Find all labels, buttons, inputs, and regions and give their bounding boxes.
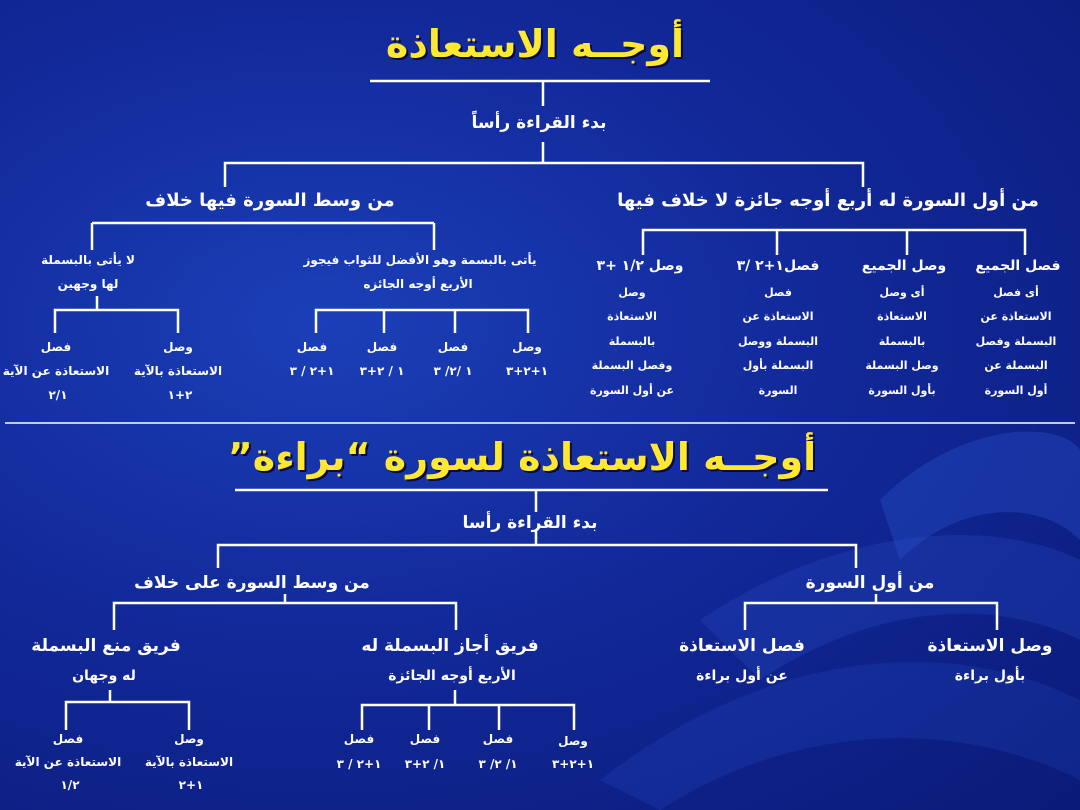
s2-b-child1-num: ١+٢+٣ [551,757,595,771]
section2-left-branch: من وسط السورة على خلاف [134,573,370,593]
s1-b-child1-num: ١+٢+٣ [505,364,549,378]
section1-left-branch: من وسط السورة فيها خلاف [145,190,395,211]
s1-a-child1-label: وصل [163,340,193,354]
s1-r-child3-line2: الاستعاذة عن [742,310,814,323]
s1-b-child3-num: ١ / ٢+٣ [359,364,405,378]
s2-b-child4-num: ١+٢ / ٣ [336,757,382,771]
s1-r-child1-line3: البسملة وفصل [975,335,1057,348]
s1-r-child4-line5: عن أول السورة [589,384,675,397]
s1-r-child3-line1: فصل [764,286,792,299]
section2-title: أوجــه الاستعاذة لسورة “براءة” [227,435,817,479]
s1-a-child1-num: ٢+١ [167,388,193,402]
s1-r-child4-line3: بالبسملة [608,335,656,348]
s1-r-child2-line4: وصل البسملة [865,359,939,372]
s2-r-child2-label: فصل الاستعاذة [679,636,805,656]
s2-b-child3-label: فصل [409,732,441,746]
s1-r-child1-line5: أول السورة [984,384,1048,397]
s2-r-child1-sub: بأول براءة [954,668,1026,684]
s1-b-child4-num: ١+٢ / ٣ [289,364,335,378]
s1-a-child2-desc: الاستعاذة عن الآية [2,364,110,378]
s1-a-child1-desc: الاستعاذة بالآية [133,364,223,378]
s2-r-child2-sub: عن أول براءة [696,668,788,684]
s1-r-child4-line4: وفصل البسملة [591,359,673,372]
section2-root: بدء القراءة رأسا [462,513,598,533]
s2-left-a-line1: فريق منع البسملة [31,636,181,656]
s2-a-child1-desc: الاستعاذة بالآية [144,755,234,769]
s1-left-b-line2: الأربع أوجه الجائزه [363,277,473,291]
s1-a-child2-num: ٢/١ [48,388,68,402]
s1-r-child3-line5: السورة [758,384,798,397]
s2-a-child2-label: فصل [52,732,84,746]
s1-r-child1-label: فصل الجميع [975,258,1061,274]
s2-b-child3-num: ١/ ٢+٣ [404,757,446,771]
s1-r-child4-line2: الاستعاذة [607,310,657,323]
s1-r-child3-line4: البسملة بأول [742,359,814,372]
s2-b-child2-num: ١/ ٢/ ٣ [478,757,518,771]
s1-r-child2-label: وصل الجميع [861,258,947,274]
s2-a-child2-desc: الاستعاذة عن الآية [14,755,122,769]
s1-r-child2-line5: بأول السورة [868,384,936,397]
s1-r-child1-line1: أى فصل [993,286,1039,299]
s1-r-child4-line1: وصل [618,286,646,299]
s1-b-child2-num: ١ /٢/ ٣ [433,364,473,378]
s2-a-child2-num: ١/٢ [60,778,80,792]
s1-r-child2-line1: أى وصل [879,286,925,299]
s1-r-child3-line3: البسملة ووصل [737,335,819,348]
s2-a-child1-num: ١+٢ [178,778,204,792]
s2-b-child1-label: وصل [558,734,588,748]
s1-b-child2-label: فصل [437,340,469,354]
section2-right-branch: من أول السورة [805,573,935,593]
s1-b-child4-label: فصل [296,340,328,354]
s2-left-b-line1: فريق أجاز البسملة له [361,636,539,656]
s1-b-child1-label: وصل [512,340,542,354]
section1-title: أوجــه الاستعاذة [385,22,685,66]
s2-left-b-line2: الأربع أوجه الجائزة [388,668,516,684]
s2-a-child1-label: وصل [174,732,204,746]
s2-b-child2-label: فصل [482,732,514,746]
s2-left-a-line2: له وجهان [72,668,136,684]
s1-r-child2-line3: بالبسملة [878,335,926,348]
s2-b-child4-label: فصل [343,732,375,746]
s1-r-child1-line2: الاستعاذة عن [980,310,1052,323]
s1-r-child1-line4: البسملة عن [984,359,1048,372]
s1-left-a-line2: لها وجهين [57,277,119,291]
s1-left-b-line1: يأتى بالبسمة وهو الأفضل للثواب فيجوز [303,253,537,267]
s2-r-child1-label: وصل الاستعاذة [927,636,1053,656]
s1-b-child3-label: فصل [366,340,398,354]
s1-r-child3-label: فصل١+٢ /٣ [736,258,820,274]
section1-root: بدء القراءة رأساً [471,113,607,133]
s1-left-a-line1: لا يأتى بالبسملة [41,253,135,267]
s1-r-child2-line2: الاستعاذة [877,310,927,323]
s1-a-child2-label: فصل [40,340,72,354]
section1-right-branch: من أول السورة له أربع أوجه جائزة لا خلاف… [617,190,1039,211]
s1-r-child4-label: وصل ١/٢ +٣ [596,258,684,274]
